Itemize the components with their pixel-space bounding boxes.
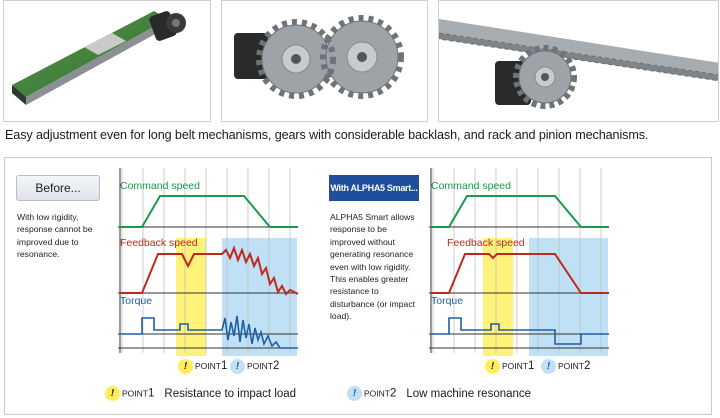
- torque-line: [431, 317, 609, 345]
- alert-icon: !: [105, 386, 120, 401]
- after-desc-line: ALPHA5 Smart allows: [330, 212, 415, 222]
- gear-pair-photo: [221, 0, 428, 122]
- before-desc-line: resonance.: [17, 249, 60, 260]
- after-graph: Command speed Feedback speed Torque !POI…: [423, 158, 611, 374]
- before-desc-line: improved due to: [17, 236, 79, 247]
- command-speed-line: [431, 195, 609, 228]
- torque-label: Torque: [431, 295, 464, 307]
- after-description: ALPHA5 Smart allows response to be impro…: [330, 211, 415, 323]
- feedback-speed-label: Feedback speed: [120, 237, 198, 249]
- feedback-speed-line: [431, 253, 609, 294]
- alert-icon: !: [178, 359, 193, 374]
- alert-icon: !: [230, 359, 245, 374]
- after-desc-line: disturbance (or impact: [330, 298, 416, 309]
- command-speed-label: Command speed: [120, 180, 200, 192]
- belt-conveyor-photo: [3, 0, 211, 122]
- after-desc-line: resistance to: [330, 286, 379, 297]
- before-button[interactable]: Before...: [16, 175, 100, 201]
- point1-marker: !POINT1: [178, 359, 227, 374]
- alert-icon: !: [485, 359, 500, 374]
- point1-marker: !POINT1: [485, 359, 534, 374]
- alert-icon: !: [541, 359, 556, 374]
- legend-text: Low machine resonance: [406, 387, 532, 400]
- before-desc-line: With low rigidity,: [17, 212, 79, 222]
- point2-band: [529, 238, 608, 356]
- feedback-speed-label: Feedback speed: [447, 237, 525, 249]
- before-graph: Command speed Feedback speed Torque !POI…: [112, 158, 300, 374]
- alert-icon: !: [347, 386, 362, 401]
- point2-marker: !POINT2: [230, 359, 279, 374]
- command-speed-line: [120, 195, 298, 228]
- after-desc-line: generating resonance: [330, 249, 414, 260]
- rack-pinion-photo: [438, 0, 719, 122]
- command-speed-label: Command speed: [431, 180, 511, 192]
- feedback-speed-line: [120, 245, 299, 296]
- torque-line: [120, 315, 298, 349]
- point2-band: [222, 238, 297, 356]
- after-desc-line: This enables greater: [330, 274, 409, 285]
- torque-label: Torque: [120, 295, 153, 307]
- caption: Easy adjustment even for long belt mecha…: [5, 128, 649, 142]
- before-desc-line: response cannot be: [17, 224, 93, 235]
- point1-band: [176, 238, 206, 356]
- comparison-panel: Before... With low rigidity, response ca…: [4, 157, 712, 415]
- point1-band: [483, 238, 513, 356]
- after-desc-line: response to be: [330, 224, 387, 235]
- after-desc-line: improved without: [330, 236, 395, 247]
- alpha5-smart-button[interactable]: With ALPHA5 Smart...: [329, 175, 419, 201]
- after-desc-line: even with low rigidity.: [330, 261, 411, 272]
- legend-text: Resistance to impact load: [164, 387, 297, 400]
- before-description: With low rigidity, response cannot be im…: [17, 211, 93, 261]
- after-desc-line: load).: [330, 311, 352, 322]
- point2-marker: !POINT2: [541, 359, 590, 374]
